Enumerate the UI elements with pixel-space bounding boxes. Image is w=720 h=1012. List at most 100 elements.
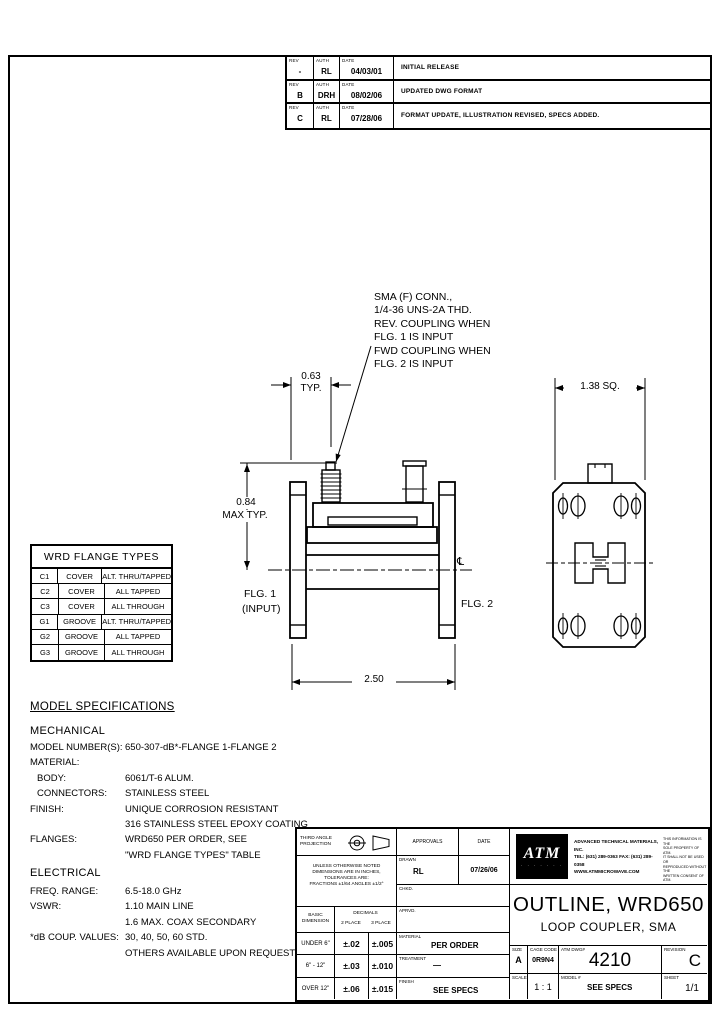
atm-logo: ATM · · · · · · · [516,834,568,879]
tolerance-note-line: FRACTIONS ±1/64 ANGLES ±1/2° [309,882,384,887]
sheet-cell: SHEET 1/1 [662,974,707,999]
proprietary-note: THIS INFORMATION IS THE SOLE PROPERTY OF… [663,837,707,883]
flange-1-label: FLG. 1 [244,588,277,600]
date-header: DATE [342,105,355,110]
model-number-value: SEE SPECS [587,983,633,992]
dimension-1-38-sq: 1.38 SQ. [564,381,636,393]
drawing-subtitle: LOOP COUPLER, SMA [540,920,677,934]
dimension-2-50: 2.50 [352,674,396,686]
spec-row: 316 STAINLESS STEEL EPOXY COATING [125,818,308,830]
size-label: SIZE [512,947,523,952]
mechanical-specs: MODEL NUMBER(S):650-307-dB*-FLANGE 1-FLA… [30,742,310,865]
model-specifications-title: MODEL SPECIFICATIONS [30,701,175,713]
auth-header: AUTH [316,105,330,110]
mechanical-heading: MECHANICAL [30,725,106,737]
spec-row: MODEL NUMBER(S):650-307-dB*-FLANGE 1-FLA… [30,742,277,753]
size-cell: SIZE A [510,946,528,974]
sheet-label: SHEET [664,975,680,980]
cage-code-label: CAGE CODE [530,947,558,952]
spec-row: MATERIAL: [30,757,80,769]
note-line: FWD COUPLING WHEN [374,344,491,357]
sheet-value: 1/1 [685,983,699,994]
approved-label: APRVD. [399,908,416,913]
auth-header: AUTH [316,58,330,63]
drawing-number-value: 4210 [588,950,632,971]
note-line: FLG. 2 IS INPUT [374,358,454,371]
spec-row: FLANGES:WRD650 PER ORDER, SEE [30,834,247,846]
company-block: ATM · · · · · · · ADVANCED TECHNICAL MAT… [510,829,707,885]
rev-header: REV [289,58,299,63]
spec-row: BODY:6061/T-6 ALUM. [37,772,194,784]
cage-code-cell: CAGE CODE 0R9N4 [528,946,559,974]
revision-value: C [688,951,701,970]
checked-label: CHKD. [399,886,414,891]
drawn-date: 07/26/06 [459,856,510,885]
spec-row: FREQ. RANGE:6.5-18.0 GHz [30,886,182,897]
note-line: 1/4-36 UNS-2A THD. [374,304,472,317]
date-header: DATE [459,829,510,856]
centerline-symbol: ℄ [457,555,465,568]
finish-label: FINISH [399,979,414,984]
tolerance-note-line: TOLERANCES ARE: [324,876,369,881]
dimension-0-84: 0.84 [225,497,267,509]
revision-cell: REVISION C [662,946,707,974]
treatment-cell: TREATMENT — [397,955,510,978]
rev-date: 04/03/01 [350,67,383,76]
tolerance-2place: ±.03 [335,955,369,978]
rev-header: REV [289,105,299,110]
flange-1-input-label: (INPUT) [242,603,281,615]
rev-author: DRH [317,90,336,100]
decimals-header: DECIMALS 2 PLACE 3 PLACE [335,907,397,933]
model-number-cell: MODEL # SEE SPECS [559,974,662,999]
size-value: A [515,955,522,965]
revision-label: REVISION [664,947,686,952]
spec-row: FINISH:UNIQUE CORROSION RESISTANT [30,803,279,815]
note-line: SMA (F) CONN., [374,291,453,303]
scale-label: SCALE [512,975,527,980]
tolerance-2place: ±.06 [335,978,369,999]
drawing-number-cell: ATM DWG# 4210 [559,946,662,974]
spec-row: 1.6 MAX. COAX SECONDARY [125,916,257,928]
rev-letter: C [297,114,303,123]
spec-row: *dB COUP. VALUES:30, 40, 50, 60 STD. [30,932,208,944]
rev-author: RL [321,67,332,76]
rev-header: REV [289,81,299,87]
scale-value: 1 : 1 [528,974,559,999]
flange-table-title: WRD FLANGE TYPES [32,546,171,569]
approvals-header: APPROVALS [397,829,459,856]
auth-header: AUTH [316,81,330,87]
rev-description: UPDATED DWG FORMAT [401,87,483,95]
tolerance-2place: ±.02 [335,933,369,955]
drawn-by: RL [413,867,424,876]
approved-cell: APRVD. [397,907,510,933]
company-name: ADVANCED TECHNICAL MATERIALS, INC. [574,839,659,852]
dimension-0-63-typ: TYP. [293,383,329,395]
tolerance-3place: ±.015 [369,978,397,999]
basic-dimension-header: BASIC DIMENSION [297,907,335,933]
dimension-0-63: 0.63 [293,371,329,383]
material-cell: MATERIAL PER ORDER [397,933,510,955]
material-value: PER ORDER [431,941,479,950]
two-place-header: 2 PLACE [341,921,361,926]
finish-value: SEE SPECS [433,986,479,995]
tolerance-note-cell: UNLESS OTHERWISE NOTED DIMENSIONS ARE IN… [297,856,397,907]
tolerance-3place: ±.005 [369,933,397,955]
drawn-cell: DRAWN RL [397,856,459,885]
tolerance-range: 6" - 12" [297,955,335,978]
electrical-heading: ELECTRICAL [30,867,101,879]
date-header: DATE [342,81,355,87]
note-line: REV. COUPLING WHEN [374,317,491,330]
projection-label: PROJECTION [300,842,331,847]
tolerance-3place: ±.010 [369,955,397,978]
tolerance-range: UNDER 6" [297,933,335,955]
treatment-value: — [433,961,441,970]
three-place-header: 3 PLACE [371,921,391,926]
rev-letter: B [297,90,303,100]
